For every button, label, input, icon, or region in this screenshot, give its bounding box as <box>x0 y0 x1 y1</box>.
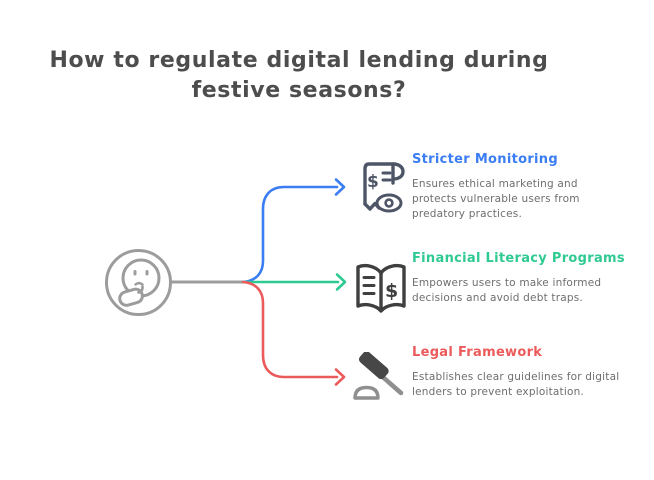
thinking-face-icon <box>105 249 172 316</box>
receipt-eye-icon: $ <box>363 162 405 213</box>
branch-item-legal-framework: Legal Framework Establishes clear guidel… <box>412 345 628 400</box>
branch-label: Financial Literacy Programs <box>412 251 625 266</box>
arrowhead-blue-icon <box>334 178 346 196</box>
branch-description: Empowers users to make informed decision… <box>412 277 602 304</box>
branch-item-financial-literacy: Financial Literacy Programs Empowers use… <box>412 251 628 306</box>
arrowhead-red-icon <box>334 368 346 386</box>
svg-text:$: $ <box>367 172 379 192</box>
gavel-icon <box>353 351 404 400</box>
branch-2-icon-box: $ <box>353 260 409 324</box>
page-title: How to regulate digital lending during f… <box>49 48 549 103</box>
branch-1-icon-box: $ <box>356 159 408 223</box>
svg-text:$: $ <box>385 280 398 302</box>
branch-item-stricter-monitoring: Stricter Monitoring Ensures ethical mark… <box>412 152 617 222</box>
branch-description: Establishes clear guidelines for digital… <box>412 371 620 398</box>
connector-branch-red <box>241 280 339 379</box>
branch-description: Ensures ethical marketing and protects v… <box>412 178 580 220</box>
branch-3-icon-box <box>349 351 409 410</box>
center-node <box>103 247 174 322</box>
open-book-dollar-icon: $ <box>356 263 406 313</box>
arrowhead-green-icon <box>335 273 347 291</box>
connector-branch-blue <box>241 185 339 284</box>
branch-label: Legal Framework <box>412 345 543 360</box>
branch-label: Stricter Monitoring <box>412 152 558 167</box>
